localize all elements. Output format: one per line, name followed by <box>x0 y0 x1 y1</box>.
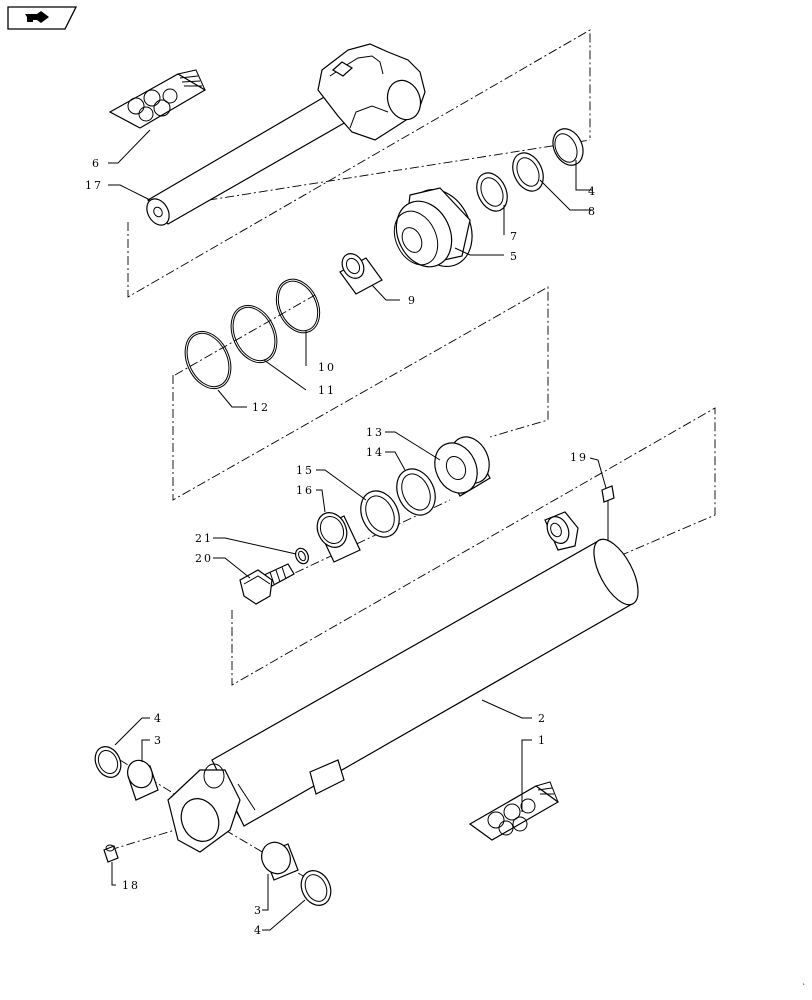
callout-3-bottom: 3 <box>254 904 263 917</box>
callout-19: 19 <box>570 451 588 464</box>
cylinder-barrel-2 <box>167 511 639 853</box>
callout-3-left: 3 <box>154 734 163 747</box>
callout-12: 12 <box>252 401 270 414</box>
seal-kit-6 <box>108 69 207 129</box>
callout-6: 6 <box>92 157 101 170</box>
rings-14-15-16 <box>316 468 436 563</box>
callout-20: 20 <box>195 552 213 565</box>
piston-13 <box>434 436 491 497</box>
callout-16: 16 <box>296 484 314 497</box>
callout-15: 15 <box>296 464 314 477</box>
callout-14: 14 <box>366 446 384 459</box>
spacer-9 <box>339 253 383 295</box>
callout-1: 1 <box>538 734 547 747</box>
callout-13: 13 <box>366 426 384 439</box>
assembly-axis-lines <box>109 29 716 881</box>
previous-page-button[interactable] <box>7 6 78 30</box>
fitting-18 <box>103 844 119 863</box>
rings-7-8-4 <box>476 128 584 212</box>
callout-11: 11 <box>318 384 336 397</box>
callout-numbers: 4 8 7 5 9 10 11 12 6 17 13 14 15 16 21 2… <box>85 157 597 937</box>
callout-17: 17 <box>85 179 103 192</box>
callout-4-left: 4 <box>154 712 163 725</box>
seal-kit-1 <box>468 781 560 841</box>
callout-4-bottom: 4 <box>254 924 263 937</box>
callout-leader-lines <box>108 129 607 931</box>
previous-page-arrow-icon <box>7 6 78 30</box>
callout-2: 2 <box>538 712 547 725</box>
callout-4-top: 4 <box>588 185 597 198</box>
corner-mark: ` <box>802 982 806 992</box>
callout-5: 5 <box>510 250 519 263</box>
callout-18: 18 <box>122 879 140 892</box>
piston-rod-with-eye <box>146 43 426 226</box>
callout-10: 10 <box>318 361 336 374</box>
callout-9: 9 <box>408 294 417 307</box>
bolt-20-and-washer-21 <box>239 547 310 605</box>
callout-8: 8 <box>588 205 597 218</box>
o-rings-10-11-12 <box>184 278 321 390</box>
callout-21: 21 <box>195 532 213 545</box>
piston-head-5 <box>393 187 473 268</box>
bushings-3-and-rings-4 <box>94 746 332 906</box>
callout-7: 7 <box>510 230 519 243</box>
fitting-19 <box>601 485 615 540</box>
